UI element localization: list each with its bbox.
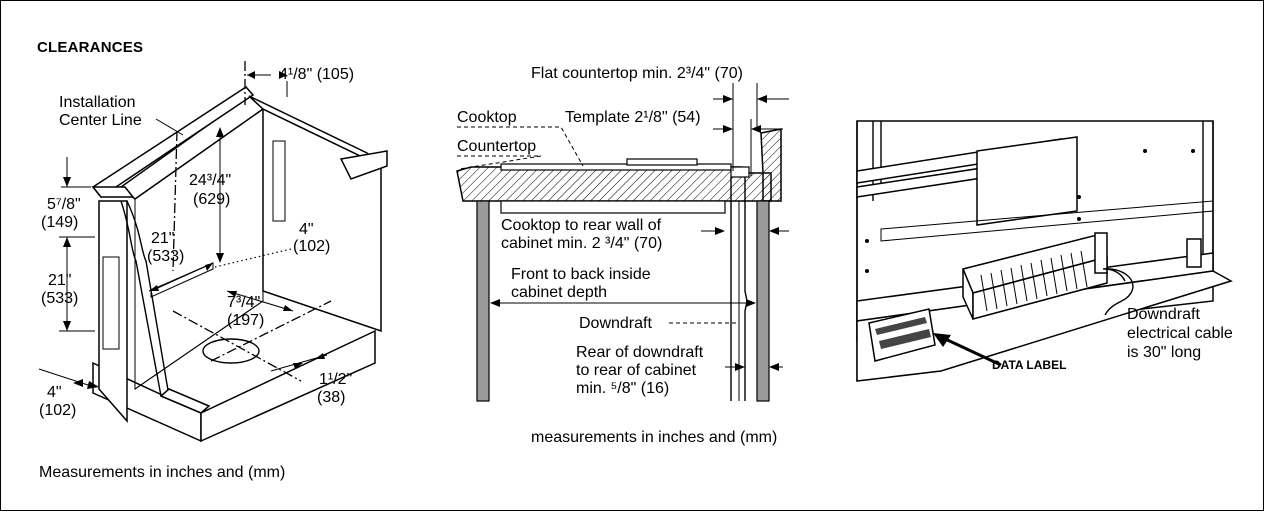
dim-1-1-2-1: 1¹/2"	[319, 371, 352, 388]
installation-center-line	[172, 130, 178, 272]
electrical-outlet	[1186, 238, 1202, 268]
dim-depth-top-1: 24³/4"	[189, 172, 231, 189]
installation-label-1: Installation	[59, 94, 136, 111]
installation-label-2: Center Line	[59, 112, 142, 129]
dim-21-left-1: 21"	[48, 272, 71, 289]
dim-4-bottom-2: (102)	[39, 402, 76, 419]
cabinet-right-face	[200, 329, 376, 443]
dim-21-inner-1: 21"	[151, 230, 174, 247]
cooktop-rear-wall-2: cabinet min. 2 ³/4" (70)	[501, 235, 662, 252]
cable-label-3: is 30" long	[1127, 344, 1201, 361]
left-caption: Measurements in inches and (mm)	[39, 464, 286, 481]
rear-downdraft-1: Rear of downdraft	[576, 344, 704, 361]
dim-1-1-2-2: (38)	[317, 389, 345, 406]
cross-section-diagram: Flat countertop min. 2³/4" (70) Template…	[456, 65, 789, 402]
dim-4-bottom-1: 4"	[47, 384, 62, 401]
cable-label-1: Downdraft	[1127, 306, 1200, 323]
downdraft-label: Downdraft	[579, 315, 652, 332]
downdraft-cable	[1102, 268, 1134, 316]
cabinet-front-side	[476, 200, 490, 402]
downdraft-illustration: DATA LABEL Downdraft electrical cable is…	[856, 120, 1233, 382]
dim-depth-top-2: (629)	[193, 191, 230, 208]
front-to-back-2: cabinet depth	[511, 284, 607, 301]
cable-label-2: electrical cable	[1127, 325, 1233, 342]
backsplash-section	[760, 128, 782, 202]
dim-7-3-4-2: (197)	[227, 312, 264, 329]
dim-7-3-4-1: 7³/4"	[227, 294, 260, 311]
middle-caption: measurements in inches and (mm)	[531, 429, 778, 446]
cutout-hole	[202, 338, 260, 364]
countertop-label: Countertop	[457, 138, 536, 155]
cooktop-label: Cooktop	[457, 109, 517, 126]
cabinet-isometric-diagram: Installation Center Line 4¹/8" (105) 24³…	[38, 61, 388, 443]
dim-21-inner-2: (533)	[147, 248, 184, 265]
dim-top-offset: 4¹/8" (105)	[279, 66, 354, 83]
rear-downdraft-2: to rear of cabinet	[576, 362, 697, 379]
countertop-section	[456, 166, 772, 202]
cooktop-rear-wall-1: Cooktop to rear wall of	[501, 217, 662, 234]
dim-side-height-2: (149)	[41, 214, 78, 231]
left-side-panel	[98, 200, 128, 423]
rear-downdraft-3: min. ⁵/8" (16)	[576, 380, 669, 397]
dim-4-right-1: 4"	[299, 221, 314, 238]
right-side-wall	[262, 107, 382, 333]
inner-panel	[976, 136, 1078, 226]
clearances-heading: CLEARANCES	[37, 39, 144, 56]
cabinet-rear-side	[756, 200, 770, 402]
dim-21-left-2: (533)	[41, 290, 78, 307]
template-label: Template 2¹/8" (54)	[565, 109, 701, 126]
cooktop-body	[500, 200, 726, 214]
dim-4-right-2: (102)	[293, 238, 330, 255]
data-label-text: DATA LABEL	[992, 358, 1066, 372]
front-to-back-1: Front to back inside	[511, 266, 651, 283]
dim-side-height-1: 5⁷/8"	[47, 196, 81, 213]
flat-countertop-label: Flat countertop min. 2³/4" (70)	[531, 65, 743, 82]
